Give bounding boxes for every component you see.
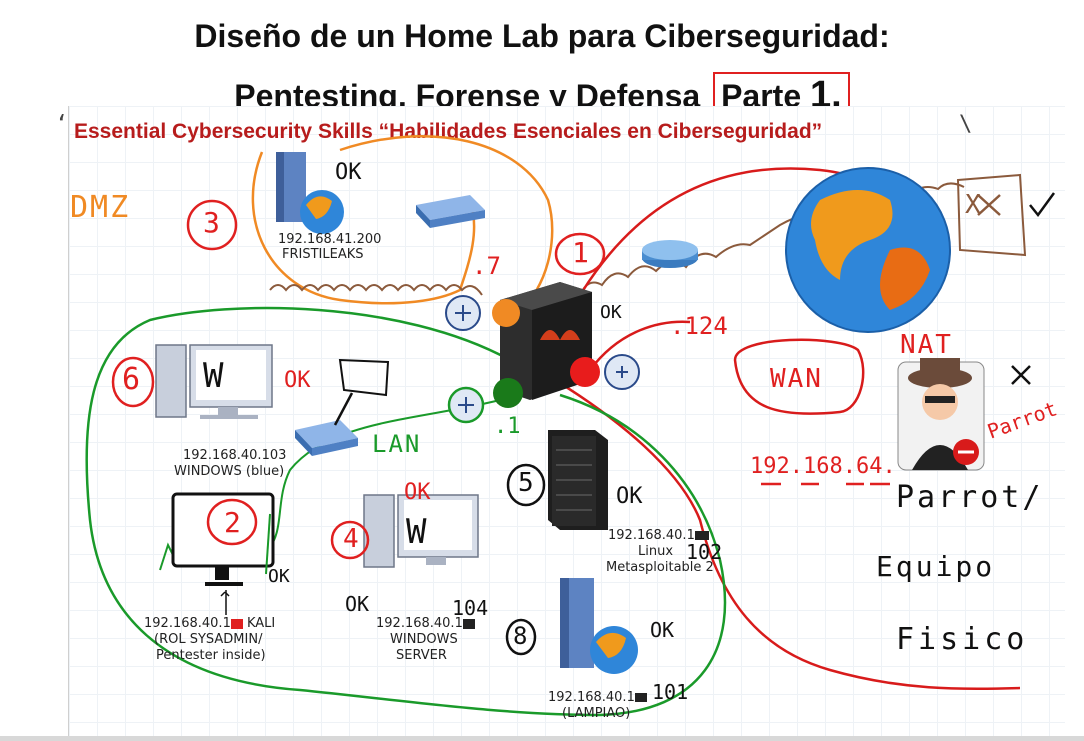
fristileaks-ip: 192.168.41.200 bbox=[278, 232, 382, 247]
sketch-box bbox=[338, 358, 390, 397]
lampiao-name: (LAMPIAO) bbox=[562, 706, 631, 721]
nat-annotation: NAT bbox=[900, 330, 953, 360]
lan-zone-outline bbox=[85, 306, 727, 717]
ok-windows-server-2: OK bbox=[345, 592, 370, 616]
globe-icon bbox=[785, 167, 951, 333]
dmz-annotation: DMZ bbox=[70, 190, 131, 225]
num4-annotation: 4 bbox=[343, 524, 359, 554]
w-windows-blue: W bbox=[203, 356, 224, 396]
wan-annotation: WAN bbox=[770, 364, 823, 394]
lan-port-dot bbox=[493, 378, 523, 408]
num2-annotation: 2 bbox=[224, 506, 241, 539]
windows-blue-pc-icon bbox=[155, 344, 273, 419]
num5-annotation: 5 bbox=[518, 468, 534, 498]
fristileaks-name: FRISTILEAKS bbox=[282, 247, 364, 262]
metasploitable-ip: 192.168.40.1 bbox=[608, 528, 695, 543]
lan-link bbox=[267, 399, 501, 551]
dmz-zone-outline bbox=[251, 151, 476, 305]
num1-circle bbox=[554, 232, 606, 276]
parrot-hacker-avatar bbox=[897, 358, 985, 471]
lan-annotation: LAN bbox=[372, 430, 422, 458]
n104-annotation: 104 bbox=[452, 596, 489, 620]
kali-ip-line: 192.168.40.1 KALI bbox=[144, 616, 275, 631]
num8-annotation: 8 bbox=[513, 622, 528, 650]
ok-windows-blue: OK bbox=[284, 368, 311, 393]
num5-circle bbox=[506, 463, 546, 507]
ok-lampiao: OK bbox=[650, 618, 675, 642]
ok-windows-server: OK bbox=[404, 480, 431, 505]
diagram-subtitle: Essential Cybersecurity Skills “Habilida… bbox=[74, 120, 823, 143]
n102-annotation: 102 bbox=[686, 540, 723, 564]
dmz-zone-outline-2 bbox=[339, 134, 554, 311]
x-mark-parrot bbox=[1011, 365, 1031, 385]
check-mark-internet bbox=[1029, 192, 1056, 218]
wan-circle bbox=[733, 338, 865, 415]
num6-annotation: 6 bbox=[122, 362, 141, 397]
lampiao-ip-line: 192.168.40.1 bbox=[548, 690, 647, 705]
metasploitable-os: Linux bbox=[638, 544, 674, 559]
internet-box bbox=[956, 173, 1027, 257]
num6-circle bbox=[111, 356, 155, 408]
num3-annotation: 3 bbox=[203, 206, 220, 239]
wan-port-dot bbox=[570, 357, 600, 387]
scribble-mark: ‘ bbox=[55, 112, 69, 137]
windows-server-name-2: SERVER bbox=[396, 648, 447, 663]
w-windows-server: W bbox=[406, 512, 427, 552]
scribble-mark-2: \ bbox=[959, 112, 973, 137]
metasploitable-rack-icon bbox=[548, 430, 608, 530]
ok-metasploitable: OK bbox=[616, 484, 643, 509]
wan-connector bbox=[589, 320, 691, 371]
dot124-annotation: .124 bbox=[670, 312, 728, 340]
dmz-switch-icon bbox=[416, 195, 485, 228]
ok-fristileaks: OK bbox=[335, 160, 362, 185]
num8-circle bbox=[505, 618, 537, 656]
parrot-note-2: Equipo bbox=[876, 550, 996, 583]
kali-name: KALI bbox=[246, 616, 276, 631]
kali-ip: 192.168.40.1 bbox=[144, 616, 231, 631]
ok-kali: OK bbox=[268, 566, 290, 587]
kali-role-1: (ROL SYSADMIN/ bbox=[154, 632, 263, 647]
metasploitable-ip-line: 192.168.40.1 bbox=[608, 528, 709, 543]
n101-annotation: 101 bbox=[652, 680, 689, 704]
windows-server-name-1: WINDOWS bbox=[390, 632, 458, 647]
lampiao-server-icon bbox=[560, 578, 638, 674]
windows-server-ip: 192.168.40.1 bbox=[376, 616, 463, 631]
windows-server-pc-icon bbox=[363, 494, 479, 568]
page-title: Diseño de un Home Lab para Cibersegurida… bbox=[194, 18, 890, 54]
num1-annotation: 1 bbox=[572, 236, 589, 269]
wan-curve-2 bbox=[554, 378, 1021, 691]
windows-blue-ip: 192.168.40.103 bbox=[183, 448, 287, 463]
parrot-note-1: Parrot/ bbox=[896, 480, 1044, 515]
num2-circle bbox=[206, 498, 258, 546]
lan-switch-icon bbox=[295, 420, 358, 456]
lampiao-ip: 192.168.40.1 bbox=[548, 690, 635, 705]
kali-role-2: Pentester inside) bbox=[156, 648, 266, 663]
num3-circle bbox=[186, 199, 238, 251]
metasploitable-name: Metasploitable 2 bbox=[606, 560, 714, 575]
dot1-annotation: .1 bbox=[494, 414, 521, 439]
x-internet: X bbox=[965, 190, 981, 220]
router-icon bbox=[642, 240, 698, 268]
internet-x-mark bbox=[977, 194, 1001, 216]
windows-blue-name: WINDOWS (blue) bbox=[174, 464, 285, 479]
parrot-ip-annotation: 192.168.64. bbox=[750, 454, 896, 479]
kali-monitor-icon bbox=[171, 492, 275, 586]
num4-circle bbox=[330, 520, 370, 560]
fristileaks-server-icon bbox=[276, 152, 344, 234]
dot7-annotation: .7 bbox=[472, 252, 501, 280]
windows-server-ip-line: 192.168.40.1 bbox=[376, 616, 475, 631]
bottom-scroll-edge bbox=[0, 736, 1084, 741]
ok-firewall: OK bbox=[600, 302, 622, 323]
parrot-note-3: Fisico bbox=[896, 622, 1029, 657]
dmz-port-dot bbox=[492, 299, 520, 327]
dmz-link bbox=[269, 284, 483, 296]
